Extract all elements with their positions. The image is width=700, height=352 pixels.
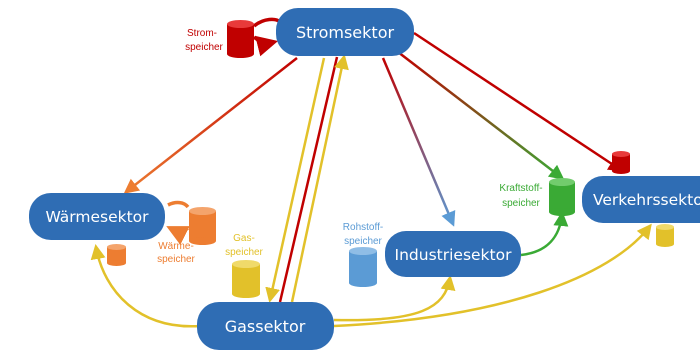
node-stromsektor[interactable]: Stromsektor <box>276 8 414 56</box>
rohstoffspeicher-label-1: Rohstoff- <box>343 222 383 233</box>
stromspeicher-label-1: Strom- <box>187 28 217 39</box>
waermespeicher-label-1: Wärme- <box>158 241 194 252</box>
storage-labels: Strom- speicher Wärme- speicher Gas- spe… <box>157 28 542 265</box>
arrow-gas-to-waerme <box>90 244 201 328</box>
arrow-waermespeicher-out <box>167 200 190 209</box>
stromspeicher-tank-icon <box>227 20 254 58</box>
arrow-industrie-to-kraftstoff <box>520 211 569 257</box>
waermespeicher-label-2: speicher <box>157 254 195 265</box>
rohstoffspeicher-tank-icon <box>349 247 377 287</box>
kraftstoffspeicher-tank-icon <box>549 178 575 216</box>
arrow-stromspeicher-in <box>252 35 279 57</box>
gassektor-label: Gassektor <box>225 317 306 336</box>
kraftstoffspeicher-label-1: Kraftstoff- <box>499 183 542 194</box>
waermesektor-label: Wärmesektor <box>45 208 149 226</box>
verkehr-yellow-tank-icon <box>656 224 674 247</box>
arrow-gas-to-verkehr <box>333 223 652 328</box>
storage-tanks <box>107 20 674 298</box>
node-industriesektor[interactable]: Industriesektor <box>385 231 521 277</box>
verkehr-red-tank-icon <box>612 151 630 174</box>
verkehrssektor-label: Verkehrssektor <box>593 191 700 209</box>
stromsektor-label: Stromsektor <box>296 23 395 42</box>
arrow-strom-to-industrie <box>381 57 456 227</box>
kraftstoffspeicher-label-2: speicher <box>502 198 540 209</box>
arrow-stromspeicher-out <box>252 17 282 28</box>
arrow-waermespeicher-in <box>166 226 190 245</box>
connections <box>90 17 652 328</box>
line-gas-strom-red <box>278 56 339 303</box>
industriesektor-label: Industriesektor <box>395 246 513 264</box>
arrow-gas-to-strom <box>290 54 349 303</box>
node-gassektor[interactable]: Gassektor <box>197 302 334 350</box>
arrow-strom-to-verkehr <box>413 31 624 172</box>
node-waermesektor[interactable]: Wärmesektor <box>29 193 165 240</box>
waermespeicher-tank-icon <box>189 207 216 245</box>
gasspeicher-label-2: speicher <box>225 247 263 258</box>
stromspeicher-label-2: speicher <box>185 42 223 53</box>
rohstoffspeicher-label-2: speicher <box>344 236 382 247</box>
arrow-strom-to-gas <box>265 57 326 303</box>
gasspeicher-label-1: Gas- <box>233 233 255 244</box>
waerme-small-tank-icon <box>107 244 126 266</box>
arrow-strom-to-kraftstoff <box>397 51 565 180</box>
gasspeicher-tank-icon <box>232 260 260 298</box>
arrow-strom-to-waerme <box>123 57 298 194</box>
node-verkehrssektor[interactable]: Verkehrssektor <box>582 176 700 223</box>
arrow-gas-to-industrie <box>333 275 456 322</box>
